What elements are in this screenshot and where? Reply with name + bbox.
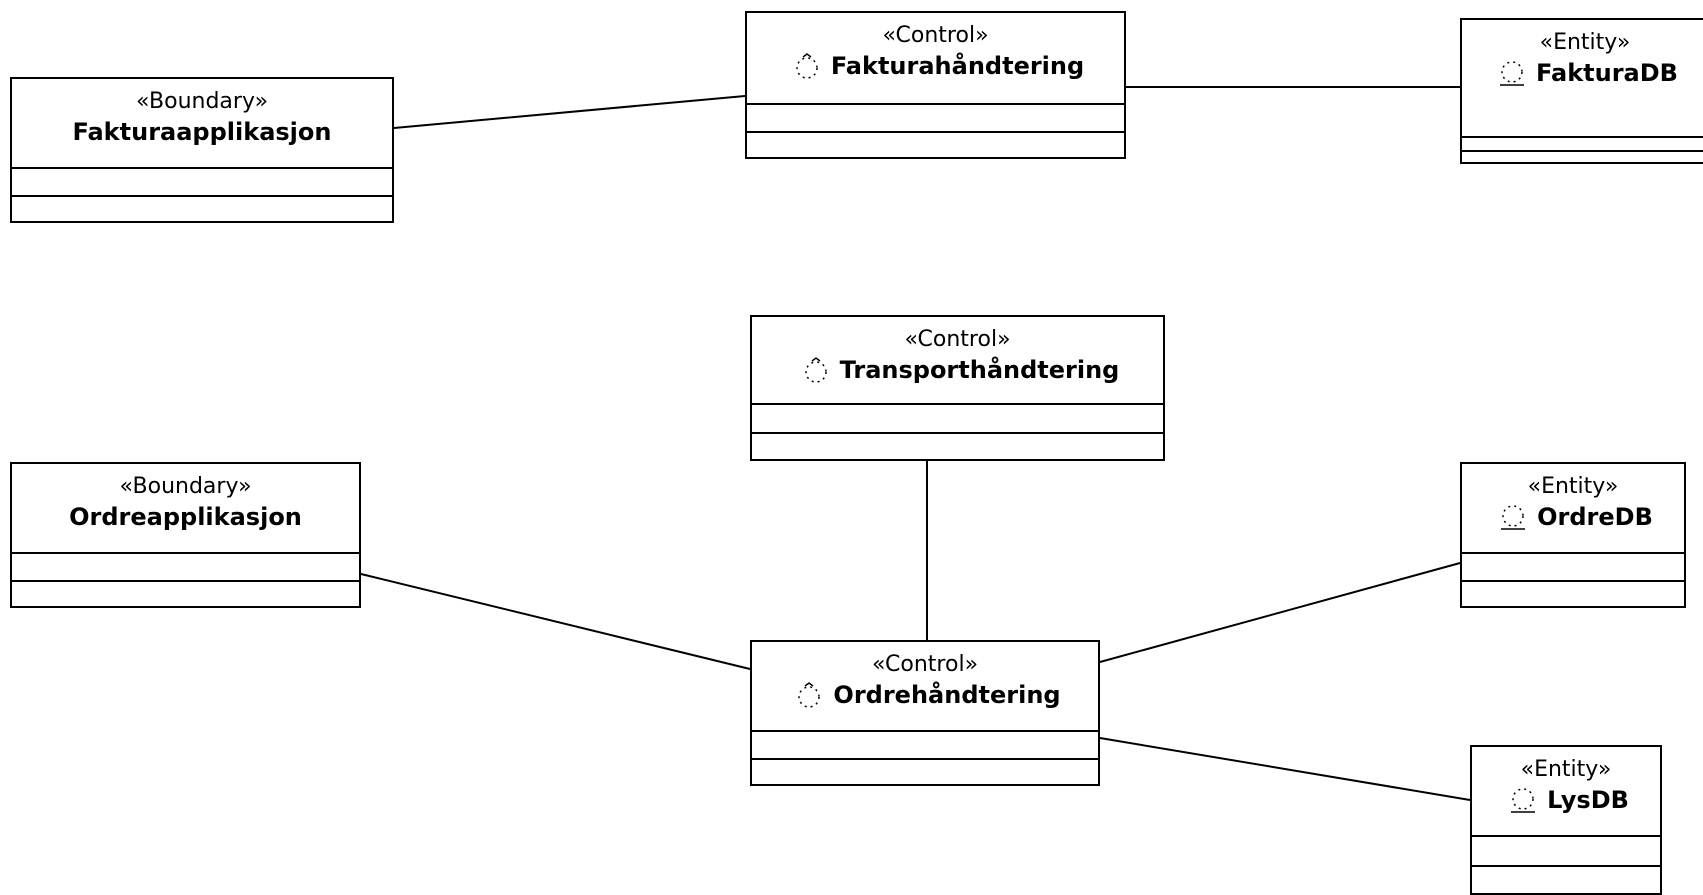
attributes-compartment	[1462, 554, 1684, 582]
stereotype-label: «Entity»	[1520, 757, 1612, 782]
stereotype-label: «Entity»	[1527, 474, 1619, 499]
control-icon	[787, 51, 827, 81]
class-header: «Control» Transporthåndtering	[752, 317, 1163, 405]
attributes-compartment	[747, 105, 1124, 133]
association-ordrehandtering-lysdb[interactable]	[1099, 737, 1471, 801]
class-header: «Entity» FakturaDB	[1462, 20, 1703, 138]
entity-icon	[1493, 502, 1533, 532]
class-name-row: Fakturaapplikasjon	[73, 117, 332, 147]
attributes-compartment	[12, 554, 359, 582]
operations-compartment	[752, 434, 1163, 459]
class-box-lysdb[interactable]: «Entity» LysDB	[1470, 745, 1662, 895]
operations-compartment	[1472, 867, 1660, 893]
control-icon	[789, 680, 829, 710]
association-fakturaapplikasjon-fakturahandtering[interactable]	[393, 95, 746, 129]
attributes-compartment	[752, 732, 1098, 760]
association-ordrehandtering-ordredb[interactable]	[1099, 562, 1461, 663]
class-name: Fakturahåndtering	[830, 52, 1085, 80]
class-name: Ordreapplikasjon	[69, 503, 302, 531]
class-header: «Control» Ordrehåndtering	[752, 642, 1098, 732]
attributes-compartment	[752, 405, 1163, 434]
stereotype-label: «Control»	[882, 23, 989, 48]
class-name-row: Ordrehåndtering	[789, 680, 1061, 710]
class-name-row: OrdreDB	[1493, 502, 1653, 532]
class-name-row: LysDB	[1503, 785, 1629, 815]
class-box-ordredb[interactable]: «Entity» OrdreDB	[1460, 462, 1686, 608]
operations-compartment	[1462, 152, 1703, 162]
class-name-row: Ordreapplikasjon	[69, 502, 302, 532]
class-box-fakturahandtering[interactable]: «Control» Fakturahåndtering	[745, 11, 1126, 159]
stereotype-label: «Entity»	[1539, 30, 1631, 55]
class-box-fakturadb[interactable]: «Entity» FakturaDB	[1460, 18, 1703, 164]
class-name: OrdreDB	[1537, 503, 1653, 531]
class-name: Ordrehåndtering	[833, 681, 1061, 709]
class-name-row: Transporthåndtering	[796, 355, 1120, 385]
operations-compartment	[752, 760, 1098, 784]
operations-compartment	[12, 582, 359, 606]
class-box-ordreapplikasjon[interactable]: «Boundary» Ordreapplikasjon	[10, 462, 361, 608]
control-icon	[796, 355, 836, 385]
class-header: «Entity» LysDB	[1472, 747, 1660, 837]
class-box-ordrehandtering[interactable]: «Control» Ordrehåndtering	[750, 640, 1100, 786]
class-name-row: Fakturahåndtering	[787, 51, 1084, 81]
class-name: LysDB	[1547, 786, 1629, 814]
stereotype-label: «Control»	[871, 652, 979, 677]
class-header: «Boundary» Fakturaapplikasjon	[12, 79, 392, 169]
operations-compartment	[12, 197, 392, 221]
class-header: «Control» Fakturahåndtering	[747, 13, 1124, 105]
class-box-fakturaapplikasjon[interactable]: «Boundary» Fakturaapplikasjon	[10, 77, 394, 223]
class-box-transporthandtering[interactable]: «Control» Transporthåndtering	[750, 315, 1165, 461]
stereotype-label: «Control»	[904, 327, 1011, 352]
attributes-compartment	[1472, 837, 1660, 867]
entity-icon	[1492, 58, 1532, 88]
class-name-row: FakturaDB	[1492, 58, 1678, 88]
attributes-compartment	[12, 169, 392, 197]
attributes-compartment	[1462, 138, 1703, 152]
entity-icon	[1503, 785, 1543, 815]
class-name: FakturaDB	[1536, 59, 1678, 87]
stereotype-label: «Boundary»	[119, 474, 252, 499]
class-header: «Boundary» Ordreapplikasjon	[12, 464, 359, 554]
association-ordreapplikasjon-ordrehandtering[interactable]	[360, 573, 751, 670]
class-header: «Entity» OrdreDB	[1462, 464, 1684, 554]
class-name: Transporthåndtering	[839, 356, 1120, 384]
stereotype-label: «Boundary»	[135, 89, 269, 114]
class-name: Fakturaapplikasjon	[72, 118, 332, 146]
operations-compartment	[1462, 582, 1684, 606]
operations-compartment	[747, 133, 1124, 157]
